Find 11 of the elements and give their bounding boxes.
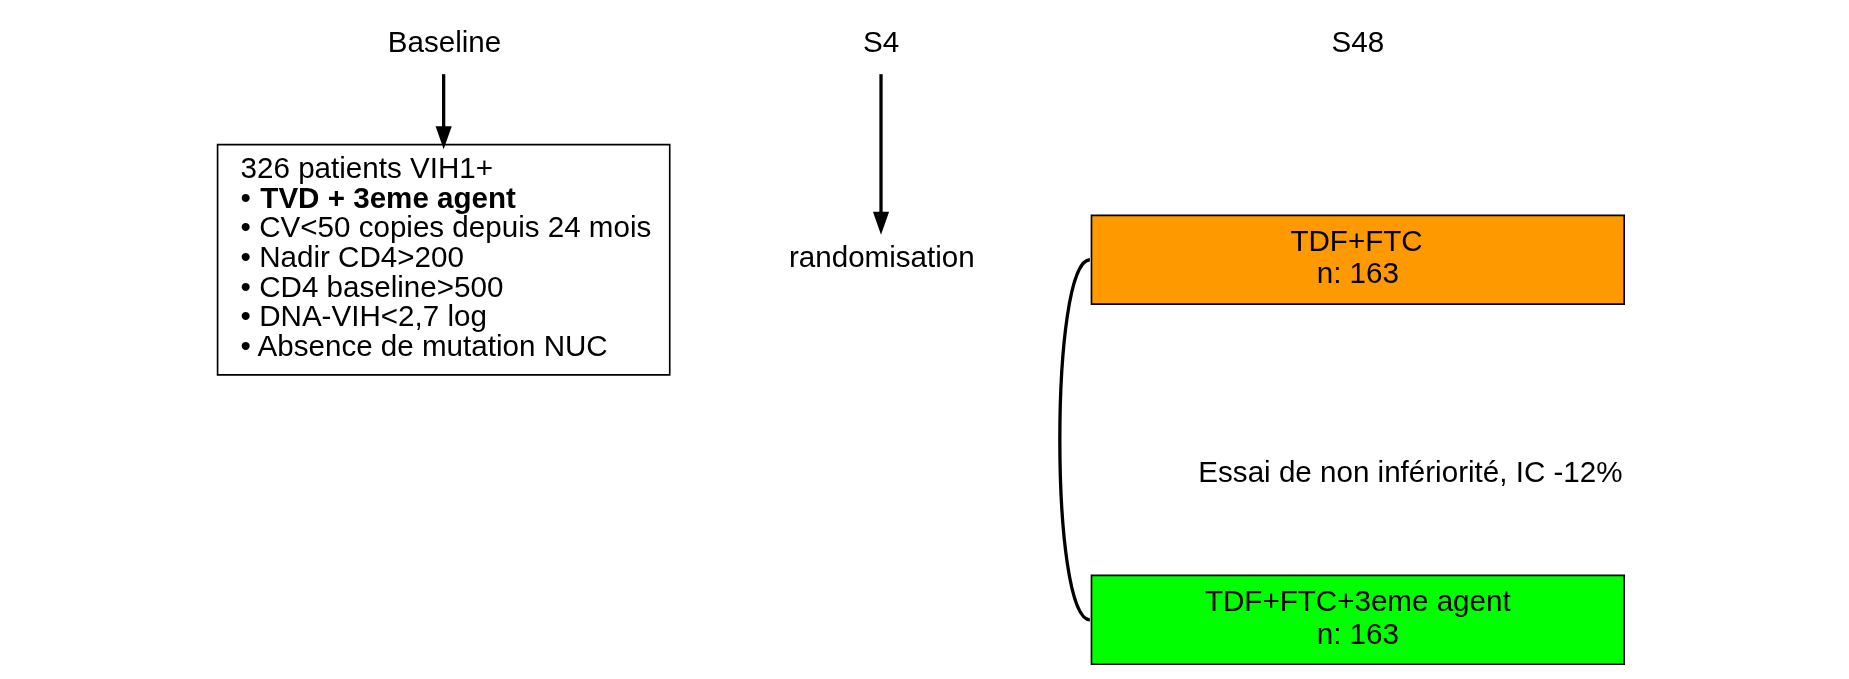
label: S48 bbox=[1331, 24, 1384, 58]
node-text: S4 bbox=[862, 24, 899, 58]
label: Essai de non infériorité, IC -12% bbox=[1197, 455, 1623, 489]
arrow bbox=[435, 74, 452, 150]
node-box: TDF+FTC n: 163 bbox=[1090, 214, 1625, 305]
node-text: randomisation bbox=[788, 239, 975, 273]
arrow bbox=[872, 74, 889, 235]
node-box: 326 patients VIH1+ • TVD + 3eme agent • CV<50 copies depuis 24 mois • Nadir CD4>200 • CD4 baseline>500 • DNA-VIH<2,7 log • Absence de mutation NUC bbox=[216, 143, 671, 376]
node-box: TDF+FTC+3eme agent n: 163 bbox=[1090, 574, 1625, 666]
node-text: Baseline bbox=[387, 24, 501, 58]
connector bbox=[1057, 258, 1091, 622]
